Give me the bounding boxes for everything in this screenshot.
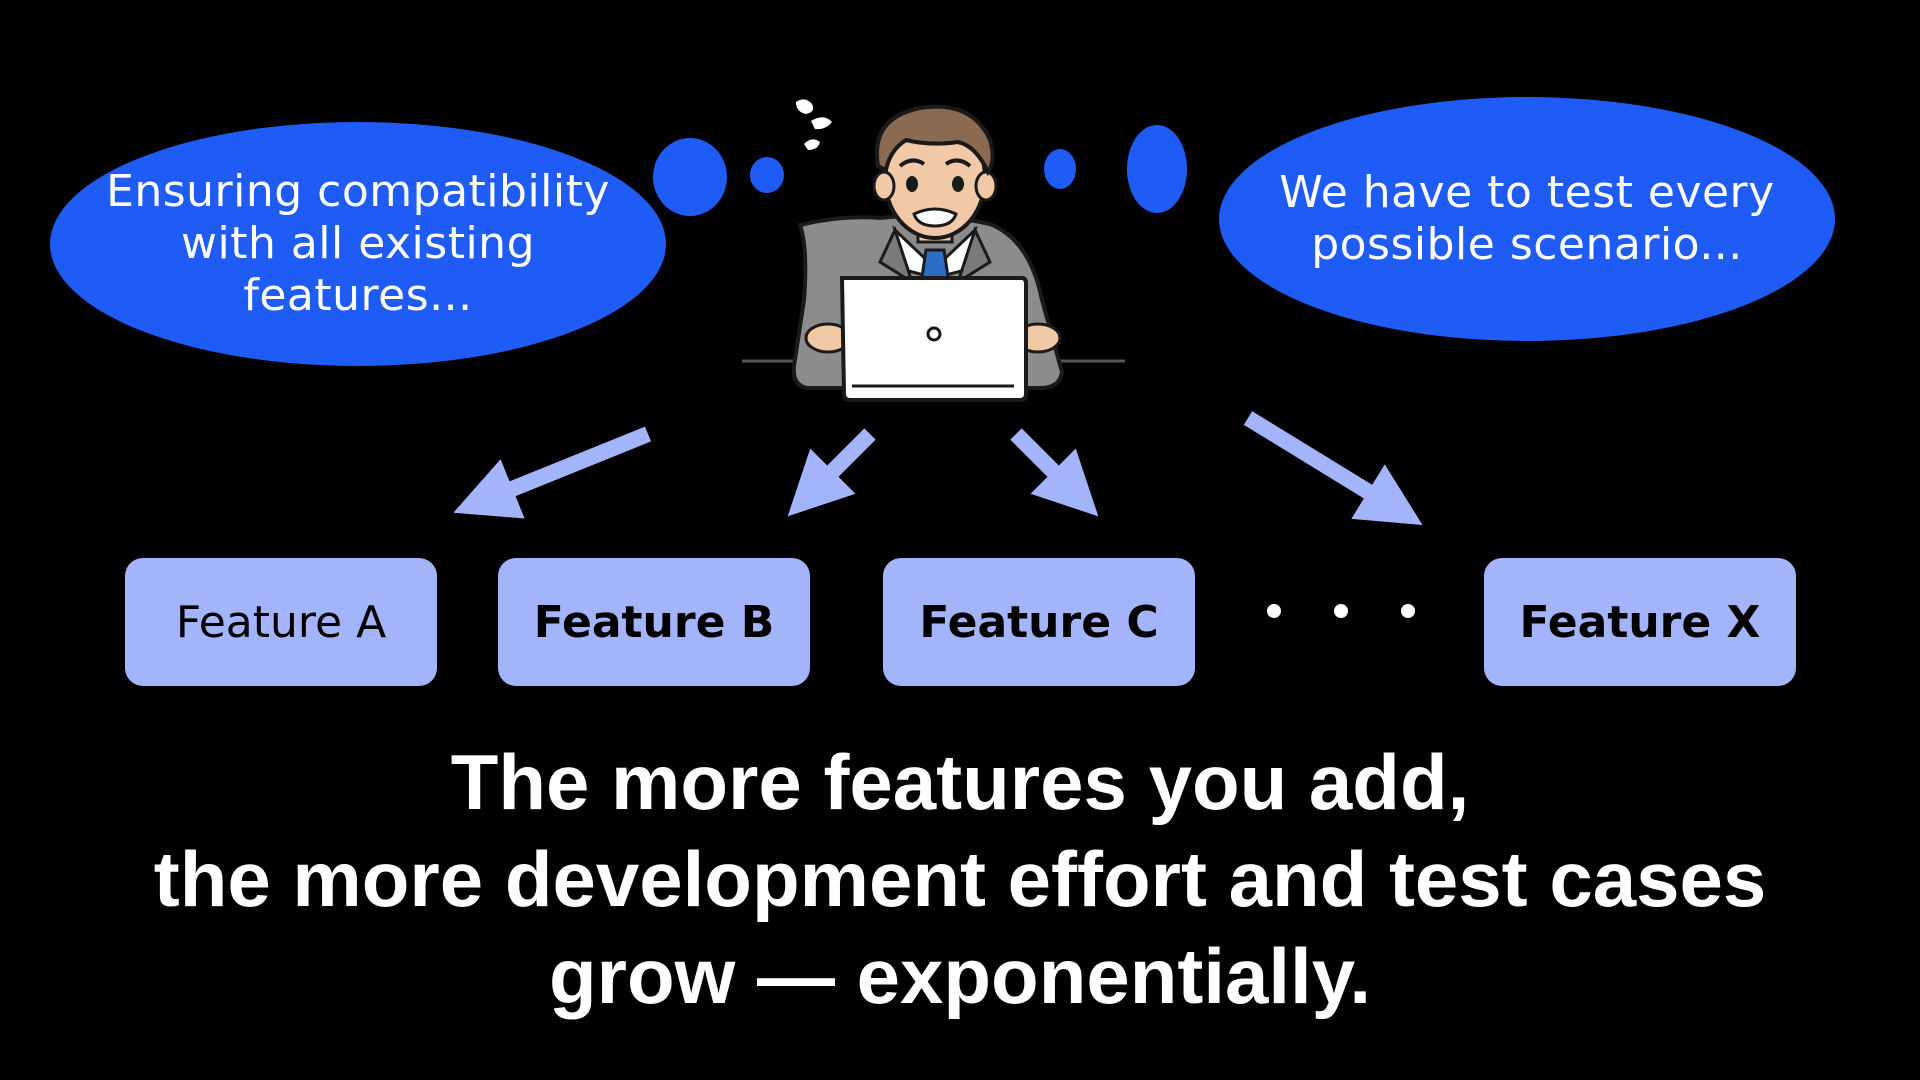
feature-box-c: Feature C bbox=[883, 558, 1195, 686]
thought-dot-small-left bbox=[750, 157, 784, 193]
speech-bubble-left-text: Ensuring compatibility with all existing… bbox=[106, 166, 610, 321]
speech-bubble-left: Ensuring compatibility with all existing… bbox=[50, 122, 666, 366]
thought-dot-small-right bbox=[1044, 149, 1076, 189]
arrow-to-feature-c bbox=[1010, 428, 1099, 517]
ellipsis-dot bbox=[1334, 604, 1348, 618]
ellipsis-dot bbox=[1401, 604, 1415, 618]
caption-line-2: the more development effort and test cas… bbox=[0, 831, 1920, 927]
speech-bubble-right: We have to test every possible scenario.… bbox=[1219, 97, 1835, 341]
sweat-drops-icon bbox=[796, 99, 832, 150]
highlight-development-effort: development effort bbox=[492, 831, 1216, 927]
caption-text: the more bbox=[153, 835, 505, 923]
ellipsis-dot bbox=[1267, 604, 1281, 618]
thought-dot-large-right bbox=[1127, 125, 1187, 213]
arrow-to-feature-x bbox=[1243, 411, 1423, 526]
caption-line-3: grow — exponentially. bbox=[548, 932, 1371, 1020]
thought-dot-large-left bbox=[653, 138, 727, 216]
feature-label: Feature B bbox=[533, 596, 775, 648]
highlight-test-cases: test cases bbox=[1376, 831, 1775, 927]
speech-bubble-right-text: We have to test every possible scenario.… bbox=[1279, 167, 1775, 270]
feature-box-a: Feature A bbox=[125, 558, 437, 686]
feature-label: Feature A bbox=[175, 596, 387, 648]
arrow-to-feature-a bbox=[453, 426, 652, 519]
feature-label: Feature C bbox=[919, 596, 1159, 648]
feature-box-b: Feature B bbox=[498, 558, 810, 686]
caption-text: and bbox=[1206, 835, 1389, 923]
feature-box-x: Feature X bbox=[1484, 558, 1796, 686]
feature-label: Feature X bbox=[1519, 596, 1761, 648]
arrow-to-feature-b bbox=[787, 428, 876, 517]
caption-line-1: The more features you add, bbox=[450, 738, 1470, 826]
